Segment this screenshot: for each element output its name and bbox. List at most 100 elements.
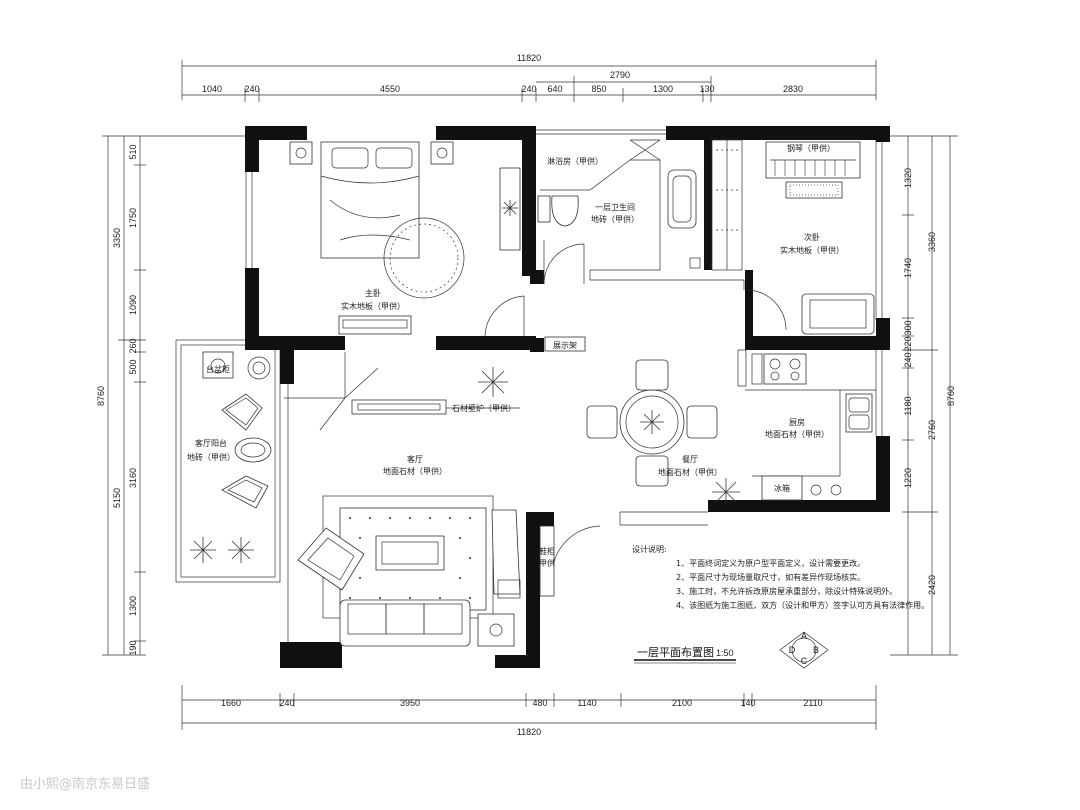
right-dimensions: 8760 3360 2760 2420 1320 1740 300 220 24… — [890, 135, 958, 656]
balcony-chair-2 — [221, 475, 269, 509]
dim-left-8: 190 — [128, 640, 138, 655]
dim-top-2: 240 — [244, 84, 259, 94]
tv-cabinet — [338, 315, 412, 335]
dim-right-mid-1: 3360 — [927, 232, 937, 252]
drawing-scale: 1:50 — [716, 648, 734, 658]
dining-chair-left — [586, 405, 618, 439]
label-sink-cabinet: 台盆柜 — [206, 364, 230, 374]
dim-top-5: 640 — [547, 84, 562, 94]
dim-top-7: 1300 — [653, 84, 673, 94]
label-bath-floor: 地砖（甲供） — [591, 214, 639, 224]
dim-left-4: 260 — [128, 338, 138, 353]
piano-bench — [785, 181, 843, 199]
walls — [245, 126, 890, 668]
label-dining: 餐厅 — [682, 455, 698, 464]
dim-right-3: 300 — [903, 320, 913, 335]
watermark: 由小熙@南京东易日盛 — [20, 776, 150, 792]
dim-left-mid-1: 3350 — [112, 228, 122, 248]
label-piano: 钢琴（甲供） — [787, 143, 835, 153]
living-room: 展示架 石材壁炉（甲供） 客厅 地面石材（甲供） — [297, 336, 586, 647]
dim-bottom-4: 480 — [532, 698, 547, 708]
second-bedroom: 钢琴（甲供） 次卧 实木地板（甲供） — [711, 139, 875, 335]
note-3: 3、施工时，不允许拆改原房屋承重部分，除设计特殊说明外。 — [676, 586, 897, 596]
nightstand-left — [289, 141, 313, 165]
washing-machine — [247, 356, 271, 380]
dim-right-4: 220 — [903, 336, 913, 351]
bedroom-plant — [502, 200, 518, 216]
dining-chair-top — [635, 359, 669, 391]
side-table — [477, 613, 515, 647]
dim-bottom-1: 1660 — [221, 698, 241, 708]
side-sofa — [491, 509, 521, 595]
nightstand-right — [430, 141, 454, 165]
dim-right-2: 1740 — [903, 258, 913, 278]
label-balcony-floor: 地砖（甲供） — [187, 452, 235, 462]
compass-b: B — [813, 645, 819, 655]
label-shoe-supply: 甲供 — [539, 558, 555, 568]
drawing-title-block: 一层平面布置图 1:50 — [634, 646, 736, 664]
label-living: 客厅 — [407, 454, 423, 464]
dim-right-7: 1220 — [903, 468, 913, 488]
compass-a: A — [801, 631, 807, 641]
dim-right-6: 1180 — [903, 396, 913, 415]
label-dining-floor: 地面石材（甲供） — [658, 467, 722, 477]
sofa — [339, 599, 471, 647]
label-living-floor: 地面石材（甲供） — [383, 466, 447, 476]
dim-top-total: 11820 — [517, 53, 541, 63]
top-dimensions: 11820 2790 1040 240 4550 240 640 850 130… — [181, 53, 877, 102]
label-second-bedroom: 次卧 — [804, 232, 820, 242]
dining-chair-bottom — [635, 455, 669, 487]
label-kitchen-floor: 地面石材（甲供） — [765, 429, 829, 439]
appliance-1 — [810, 484, 822, 496]
dining-chair-right — [686, 405, 718, 439]
kitchen: 冰箱 厨房 地面石材（甲供） — [761, 353, 873, 501]
sofa-bed — [801, 293, 875, 335]
gas-stove — [763, 353, 807, 385]
left-dimensions: 8760 3350 5150 510 1750 1090 260 500 316… — [96, 135, 245, 656]
dim-left-6: 3160 — [128, 468, 138, 488]
master-bedroom: 主卧 实木地板（甲供） — [289, 141, 521, 335]
floor-drain — [689, 257, 701, 269]
bathtub — [667, 169, 697, 229]
dining-room: 餐厅 地面石材（甲供） — [586, 359, 740, 506]
stone-fireplace — [351, 399, 447, 415]
bottom-dimensions: 1660 240 3950 480 1140 2100 140 2110 118… — [181, 685, 877, 737]
refrigerator — [761, 475, 803, 501]
label-second-floor: 实木地板（甲供） — [780, 245, 844, 255]
kitchen-sink — [845, 393, 873, 433]
dim-top-9: 2830 — [783, 84, 803, 94]
dim-left-5: 500 — [128, 359, 138, 374]
rug-pattern — [339, 507, 487, 611]
dining-plant — [712, 478, 740, 506]
note-2: 2、平面尺寸为现场量取尺寸，如有差异作现场核实。 — [676, 572, 865, 582]
compass-d: D — [789, 645, 796, 655]
display-cabinet — [544, 336, 586, 352]
basin — [537, 195, 551, 223]
balcony-plant-2 — [228, 537, 254, 563]
dim-right-1: 1320 — [903, 168, 913, 188]
dim-bottom-2: 240 — [279, 698, 294, 708]
dim-bottom-total: 11820 — [517, 727, 541, 737]
dim-left-mid-2: 5150 — [112, 488, 122, 508]
dim-right-total: 8760 — [946, 386, 956, 406]
dim-left-total: 8760 — [96, 386, 106, 406]
balcony-plant-1 — [190, 537, 216, 563]
dim-top-1: 1040 — [202, 84, 222, 94]
dim-bottom-6: 2100 — [672, 698, 692, 708]
shoe-cabinet — [539, 525, 555, 597]
note-4: 4、该图纸为施工图纸，双方（设计和甲方）签字认可方具有法律作用。 — [676, 600, 929, 610]
dim-top-6: 850 — [591, 84, 606, 94]
balcony-table — [234, 437, 272, 463]
label-display-cabinet: 展示架 — [553, 341, 577, 350]
armchair — [297, 527, 365, 591]
balcony-chair-1 — [221, 393, 263, 431]
dim-top-4: 240 — [521, 84, 536, 94]
note-1: 1、平面终词定义为原户型平面定义，设计需要更改。 — [676, 558, 865, 568]
label-shoe-cabinet: 鞋柜 — [539, 546, 555, 556]
dim-left-2: 1750 — [128, 208, 138, 228]
appliance-2 — [830, 484, 842, 496]
compass-c: C — [801, 656, 808, 666]
dim-bottom-7: 140 — [740, 698, 755, 708]
round-rug — [383, 217, 465, 299]
